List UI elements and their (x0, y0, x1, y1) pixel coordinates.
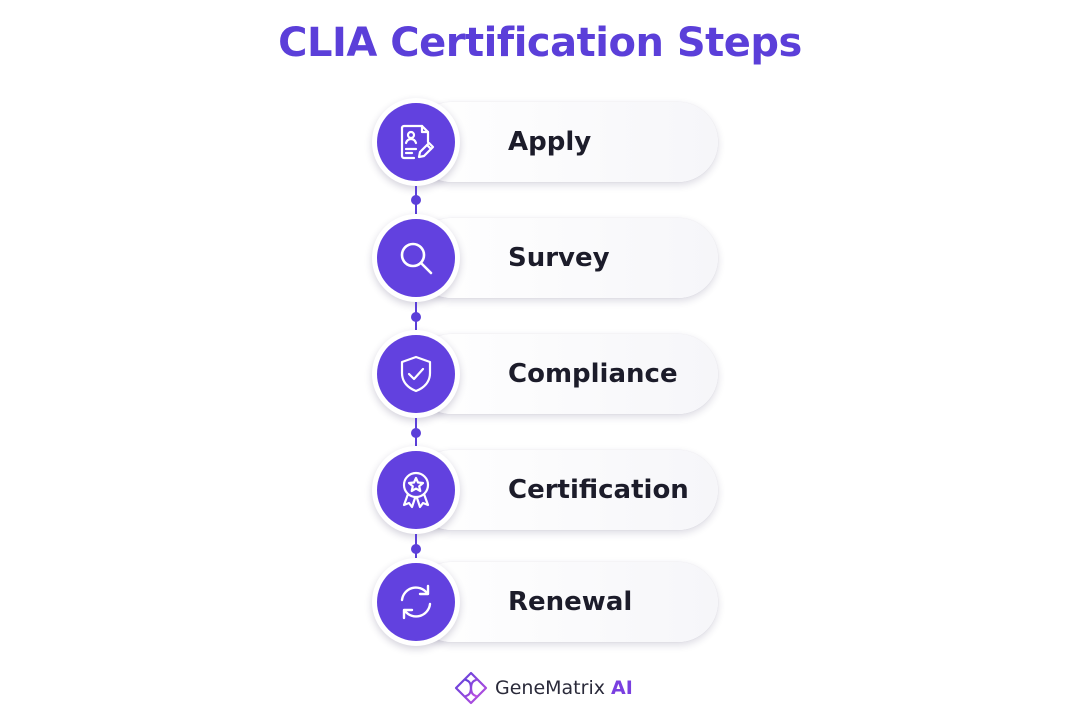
step-label: Certification (508, 475, 689, 505)
step-pill (412, 562, 718, 642)
step-label: Survey (508, 243, 610, 273)
step-apply: Apply (372, 98, 718, 186)
award-badge-icon (402, 471, 430, 509)
footer: GeneMatrix AI (0, 668, 1080, 708)
step-label: Apply (508, 127, 592, 157)
step-icon-circle (372, 446, 460, 534)
step-label: Renewal (508, 587, 633, 617)
connector-line (415, 302, 417, 330)
refresh-arrows-icon (400, 584, 432, 620)
step-icon-circle (372, 98, 460, 186)
step-pill (412, 334, 718, 414)
page-title: CLIA Certification Steps (278, 20, 802, 66)
step-renewal: Renewal (372, 558, 718, 646)
brand-logo: GeneMatrix AI (453, 668, 633, 708)
step-icon-circle (372, 330, 460, 418)
step-pill (412, 450, 718, 530)
shield-check-icon (400, 355, 432, 393)
step-icon-circle (372, 214, 460, 302)
step-pill (412, 218, 718, 298)
dna-logo-icon (454, 671, 488, 705)
step-compliance: Compliance (372, 330, 718, 418)
magnifying-glass-icon (400, 242, 433, 275)
brand-suffix: AI (611, 677, 633, 699)
step-survey: Survey (372, 214, 718, 302)
brand-name: GeneMatrix (495, 677, 605, 699)
connector-line (415, 534, 417, 562)
step-pill (412, 102, 718, 182)
connector-line (415, 186, 417, 214)
application-form-icon (400, 124, 435, 160)
step-label: Compliance (508, 359, 678, 389)
step-certification: Certification (372, 446, 718, 534)
step-icon-circle (372, 558, 460, 646)
connector-line (415, 418, 417, 446)
